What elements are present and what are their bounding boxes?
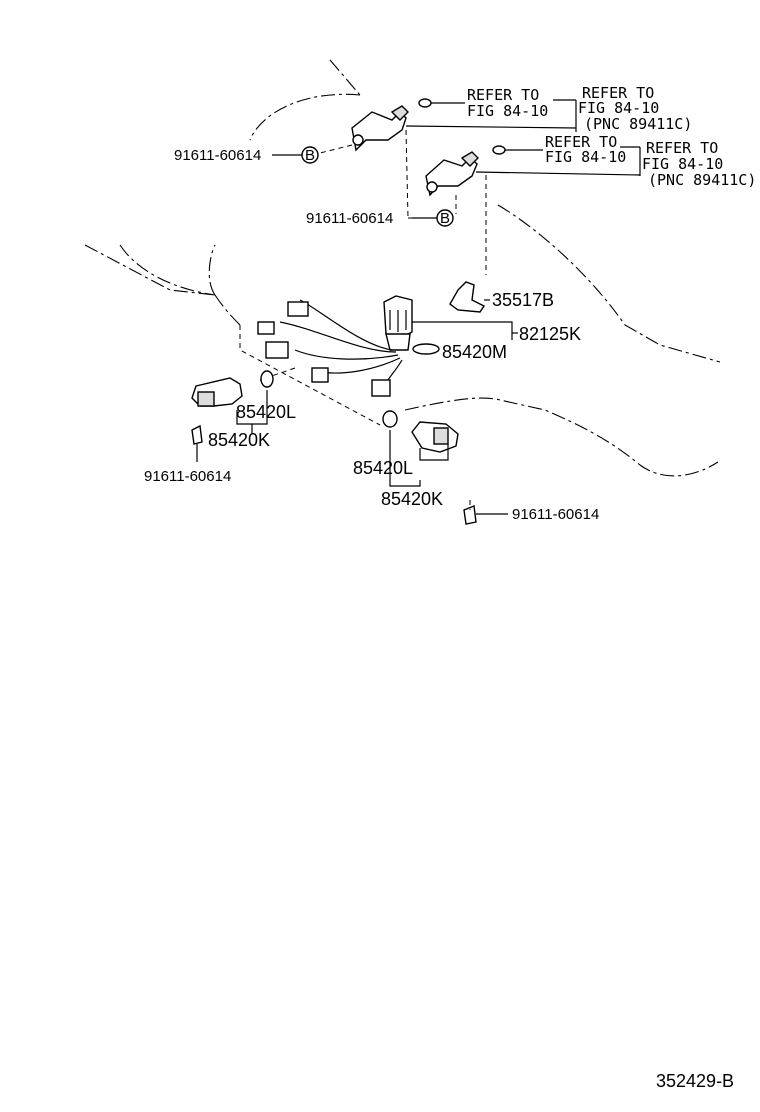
- oring-label: 85420M: [442, 342, 507, 362]
- top-sensor-tip: [390, 105, 409, 121]
- harness-plug-2: [257, 321, 275, 335]
- figure-id: 352429-B: [656, 1071, 734, 1091]
- top-refer-a-line2: FIG 84-10: [467, 102, 548, 120]
- top-sensor-hole: [352, 134, 364, 146]
- right-seal: [382, 410, 398, 428]
- right-solenoid-assembly: [382, 410, 508, 525]
- wire-harness: [257, 295, 518, 397]
- top-sensor-body: [351, 111, 407, 152]
- top-bolt-mark: B: [305, 147, 315, 164]
- top-refer-b-line2: FIG 84-10: [578, 99, 659, 117]
- top-refer-b-line3: (PNC 89411C): [584, 115, 692, 133]
- harness-plug-1: [287, 301, 309, 317]
- top-bolt-label: 91611-60614: [174, 147, 261, 164]
- mid-bolt-label: 91611-60614: [306, 210, 393, 227]
- mid-sensor-hole: [426, 181, 438, 193]
- mid-refer-a-line2: FIG 84-10: [545, 148, 626, 166]
- oring-part: [412, 343, 440, 355]
- left-solenoid-assembly: [191, 370, 274, 462]
- mid-bolt-mark-circle: [436, 209, 454, 227]
- mid-sensor-tip: [460, 151, 479, 167]
- harness-plug-5: [371, 379, 391, 397]
- right-bolt-label: 91611-60614: [512, 506, 599, 523]
- left-bolt-head: [191, 424, 203, 445]
- mid-bolt-mark: B: [440, 210, 450, 227]
- mid-refer-b-line1: REFER TO: [646, 139, 718, 157]
- top-sensor-refer-oring: [418, 98, 432, 108]
- harness-label: 82125K: [519, 324, 581, 344]
- mid-refer-b-line3: (PNC 89411C): [648, 171, 756, 189]
- left-solenoid-label: 85420K: [208, 430, 270, 450]
- left-seal: [260, 370, 274, 388]
- top-refer-b-line1: REFER TO: [582, 84, 654, 102]
- top-bolt-mark-circle: [301, 146, 319, 164]
- right-bolt-head: [463, 505, 477, 525]
- right-solenoid-label: 85420K: [381, 489, 443, 509]
- mid-refer-a-line1: REFER TO: [545, 133, 617, 151]
- left-seal-label: 85420L: [236, 402, 296, 422]
- mid-refer-b-line2: FIG 84-10: [642, 155, 723, 173]
- harness-plug-3: [265, 341, 289, 359]
- right-seal-label: 85420L: [353, 458, 413, 478]
- bracket-label: 35517B: [492, 290, 554, 310]
- harness-plug-4: [311, 367, 329, 383]
- top-sensor-assembly: [319, 98, 577, 219]
- mid-sensor-assembly: [425, 145, 641, 275]
- top-refer-a-line1: REFER TO: [467, 86, 539, 104]
- housing-outline: [84, 59, 721, 477]
- mid-sensor-refer-oring: [492, 145, 506, 155]
- bracket-part: [449, 281, 490, 313]
- left-bolt-label: 91611-60614: [144, 468, 231, 485]
